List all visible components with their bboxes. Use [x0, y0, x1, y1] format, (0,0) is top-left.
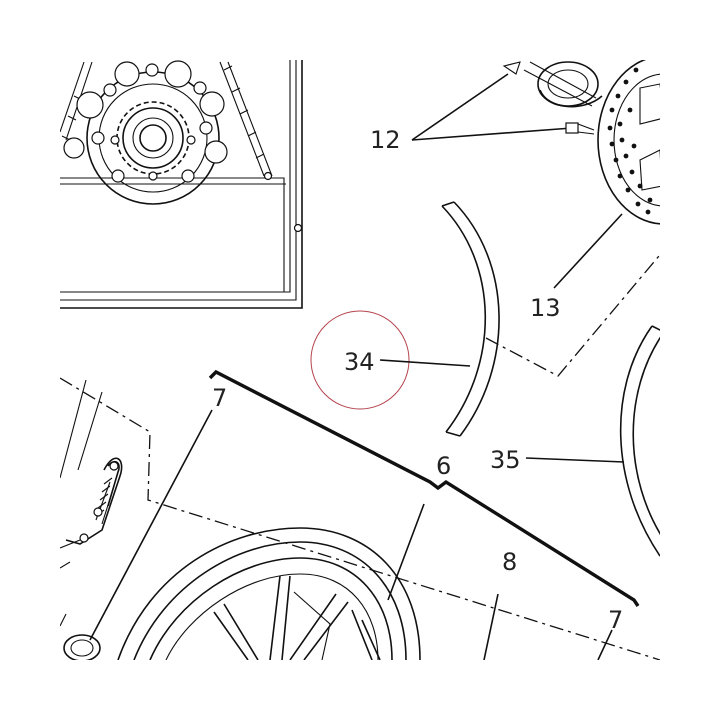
- sprocket-inset: [60, 60, 303, 309]
- callout-7-label-left: 7: [212, 384, 227, 412]
- wheel-rim: [117, 527, 421, 660]
- swingarm-assembly: [60, 377, 660, 660]
- callout-12-label: 12: [370, 126, 401, 154]
- highlight-circle: [310, 310, 410, 410]
- callout-7-label-right: 7: [608, 606, 623, 634]
- callout-13-label: 13: [530, 294, 561, 322]
- disc-holes: [607, 67, 653, 215]
- callout-8-label: 8: [502, 548, 517, 576]
- callout-6-label: 6: [436, 452, 451, 480]
- part-34-strip: [441, 201, 500, 437]
- callout-35-label: 35: [490, 446, 521, 474]
- callout-12-group: 12: [370, 61, 595, 154]
- callout-34-label: 34: [344, 348, 375, 376]
- assembly-bracket-line: [208, 369, 640, 607]
- bolt-icon: [565, 122, 579, 134]
- part-35-strip: [619, 325, 660, 557]
- brake-disc-assembly: [523, 60, 660, 225]
